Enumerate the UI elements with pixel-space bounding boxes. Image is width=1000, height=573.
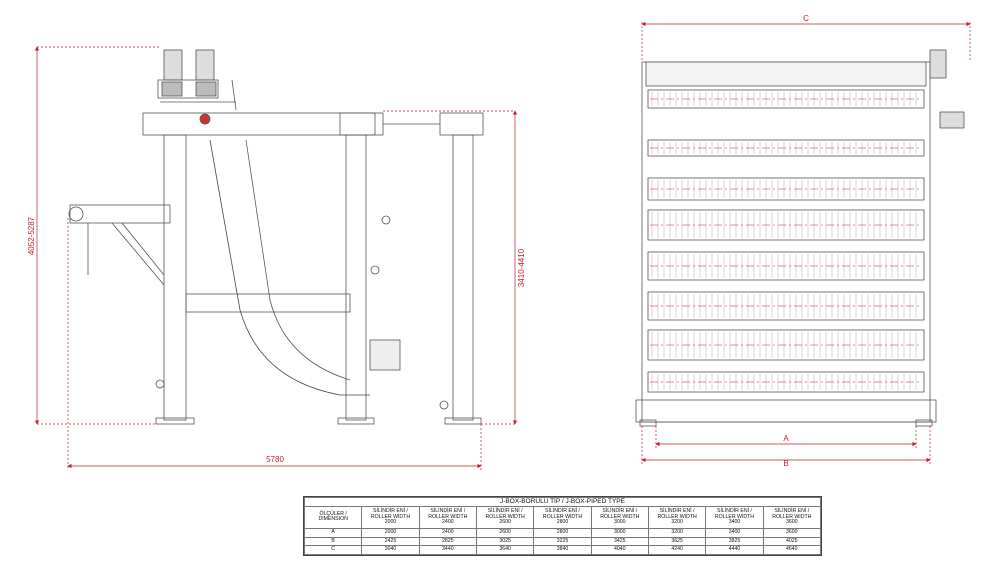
table-cell: 3000 [590,528,649,538]
left-leg [163,134,187,421]
table-cell: 3840 [533,545,592,555]
row-label: A [303,528,363,538]
table-cell: 2600 [475,528,535,538]
roller-bands [647,89,925,393]
table-cell: 3425 [590,536,649,547]
corner-header: ÖLÇÜLER / DIMENSION [303,505,363,530]
frame-height-label: 3410-4410 [517,248,526,287]
table-cell: 2825 [418,536,477,547]
roller-band [647,209,925,241]
table-row: B 2425 2825 3025 3225 3425 3625 3825 402… [303,536,822,547]
table-cell: 4025 [762,536,822,547]
table-cell: 2000 [361,528,420,538]
drive-motors [157,49,237,111]
cross-beam [185,293,351,313]
front-motor [929,49,947,79]
j-box-chute [209,139,370,396]
feed-arm [68,204,171,286]
table-cell: 2425 [361,536,420,547]
right-leg [452,134,474,421]
table-cell: 2400 [418,528,477,538]
roller-band [647,291,925,321]
total-height-label: 4052-5287 [27,216,36,255]
overall-length-label: 5780 [266,455,284,464]
table-cell: 4640 [762,545,822,555]
table-cell: 4240 [647,545,707,555]
roller-band [647,329,925,361]
table-cell: 4440 [705,545,764,555]
front-frame [641,61,931,423]
table-cell: 3440 [418,545,477,555]
table-row: C 3040 3440 3640 3840 4040 4240 4440 464… [303,545,822,555]
table-cell: 3825 [705,536,764,547]
table-row: A 2000 2400 2600 2800 3000 3200 3400 360… [303,528,822,538]
table-cell: 3400 [705,528,764,538]
dimension-b-label: B [783,459,788,468]
dimension-c-label: C [803,14,809,23]
table-cell: 3225 [533,536,592,547]
side-dimensions [34,46,518,470]
top-beam [142,112,376,136]
dimension-a-label: A [783,434,789,443]
table-cell: 3625 [647,536,707,547]
row-label: B [303,536,363,547]
middle-leg [345,134,367,421]
side-view [68,49,484,425]
table-cell: 3600 [762,528,822,538]
table-cell: 2800 [533,528,592,538]
front-dimensions [641,21,971,464]
table-title: J-BOX-BORULU TİP / J-BOX-PIPED TYPE [304,497,821,507]
roller-band [647,139,925,157]
roller-band [647,251,925,281]
table-cell: 3040 [361,545,420,555]
roller-band [647,89,925,109]
table-cell: 4040 [590,545,649,555]
table-cell: 3025 [475,536,535,547]
roller-band [647,177,925,201]
table-cell: 3200 [647,528,707,538]
dimension-table: J-BOX-BORULU TİP / J-BOX-PIPED TYPE ÖLÇÜ… [303,496,822,556]
roller-band [647,371,925,393]
row-label: C [303,545,363,555]
table-header-row: ÖLÇÜLER / DIMENSION SİLİNDİR ENİ / ROLLE… [303,505,822,530]
front-view [635,49,965,427]
table-cell: 3640 [475,545,535,555]
